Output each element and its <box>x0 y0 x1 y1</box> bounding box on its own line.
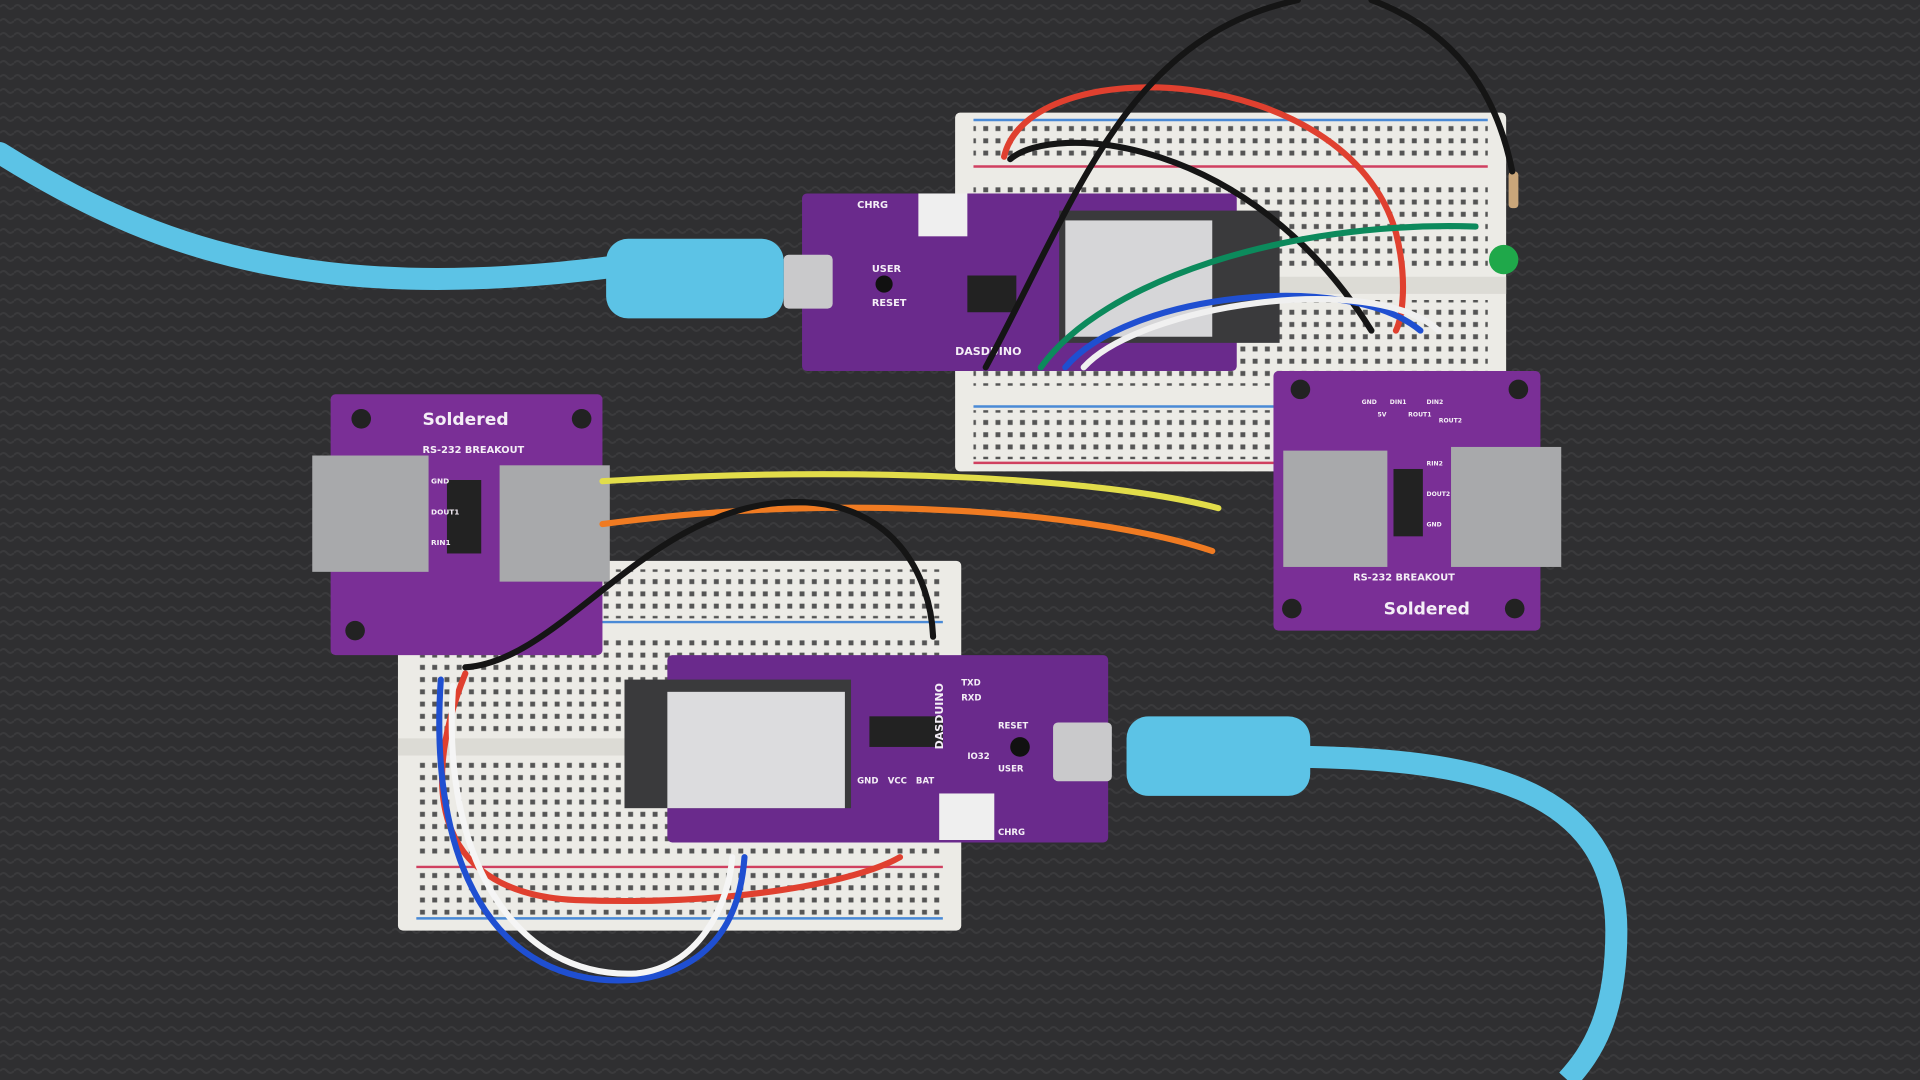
brand-logo-text: Soldered <box>422 410 508 430</box>
label-gnd: GND <box>857 777 878 787</box>
label-txd: TXD <box>961 679 981 689</box>
pin-label: ROUT1 <box>1408 411 1431 418</box>
pin-label: DIN1 <box>1390 399 1407 406</box>
board-name: DASDUINO <box>933 683 946 749</box>
label-user: USER <box>998 764 1024 774</box>
dasduino-board-bottom: TXD RXD RESET USER IO32 CHRG GND VCC BAT… <box>624 655 1112 843</box>
resistor <box>1508 171 1519 209</box>
label-io32: IO32 <box>967 752 989 762</box>
pin-label: RIN2 <box>1427 460 1443 467</box>
board-title: RS-232 BREAKOUT <box>1353 572 1455 583</box>
label-rxd: RXD <box>961 693 981 703</box>
label-vcc: VCC <box>888 777 907 787</box>
usb-plug-top[interactable] <box>606 238 784 319</box>
pin-label: RIN1 <box>431 538 451 547</box>
usb-cable-bottom <box>1297 745 1628 1080</box>
pin-label: DOUT1 <box>431 507 459 516</box>
rs232-breakout-right: RS-232 BREAKOUT Soldered GND 5V DIN1 ROU… <box>1273 371 1562 631</box>
label-user: USER <box>872 264 902 275</box>
label-chrg: CHRG <box>998 828 1025 838</box>
label-reset: RESET <box>872 298 907 309</box>
pin-label: GND <box>1362 399 1377 406</box>
board-title: RS-232 BREAKOUT <box>422 445 524 456</box>
pin-label: ROUT2 <box>1439 417 1462 424</box>
jumper-wires <box>436 0 1516 984</box>
pin-label: GND <box>431 477 449 486</box>
usb-plug-bottom[interactable] <box>1126 716 1311 796</box>
label-chrg: CHRG <box>857 200 888 211</box>
label-reset: RESET <box>998 722 1028 732</box>
label-bat: BAT <box>916 777 934 787</box>
usb-c-port[interactable] <box>783 254 833 309</box>
usb-c-port[interactable] <box>1053 722 1112 782</box>
pin-label: DOUT2 <box>1427 491 1451 498</box>
brand-logo-text: Soldered <box>1384 600 1470 620</box>
rs232-breakout-left: Soldered RS-232 BREAKOUT GND DOUT1 RIN1 <box>312 394 610 656</box>
board-name: DASDUINO <box>955 345 1021 358</box>
pin-label: DIN2 <box>1427 399 1444 406</box>
pin-label: 5V <box>1378 411 1387 418</box>
usb-cable-top <box>0 142 624 290</box>
green-led <box>1488 244 1519 275</box>
pin-label: GND <box>1427 522 1442 529</box>
